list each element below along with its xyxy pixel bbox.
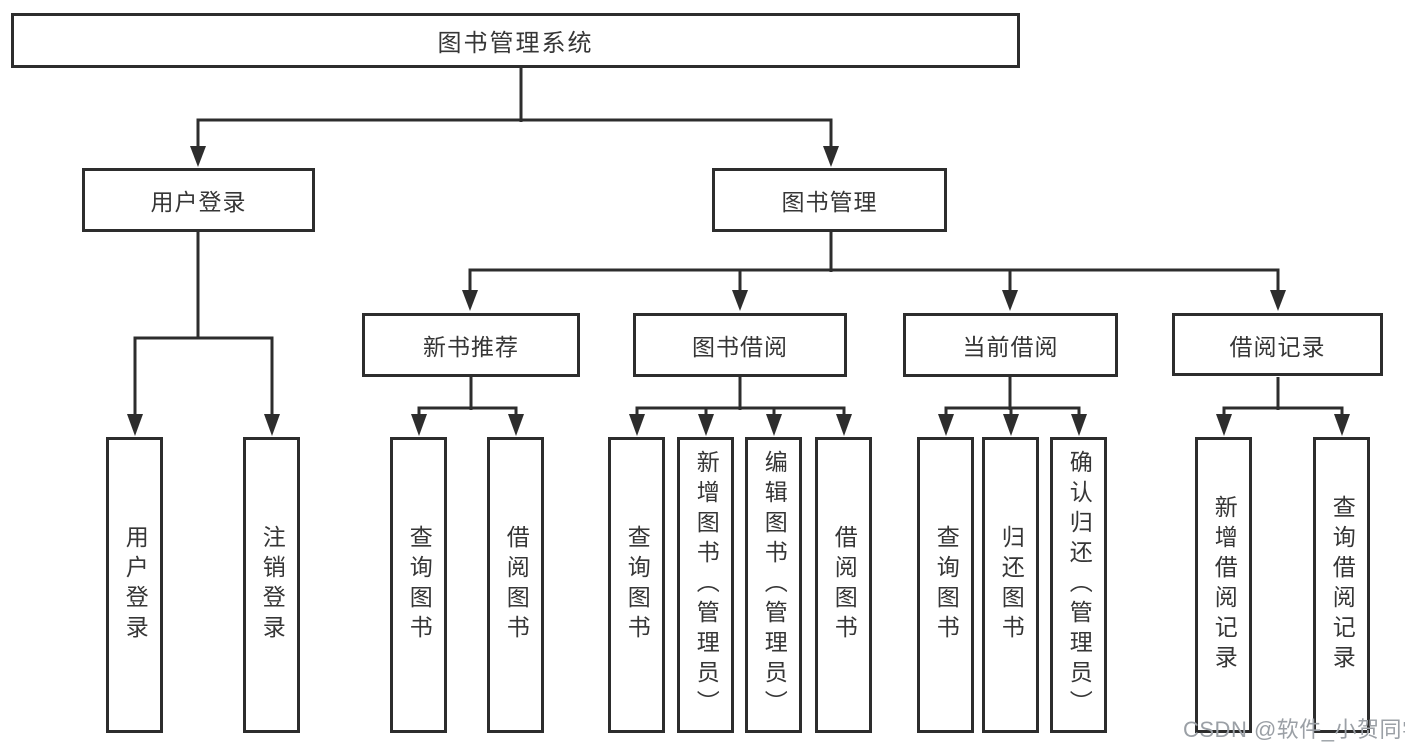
leaf-user-login-label: 用户登录: [122, 525, 149, 645]
leaf-cb-query-books: 查询图书: [917, 437, 974, 733]
leaf-bb-edit-books-admin: 编辑图书（管理员）: [745, 437, 802, 733]
leaf-nbr-query-books-label: 查询图书: [406, 525, 433, 645]
node-new-book-recommend: 新书推荐: [362, 313, 580, 377]
leaf-bb-add-books-admin: 新增图书（管理员）: [677, 437, 734, 733]
leaf-cb-return-books: 归还图书: [982, 437, 1039, 733]
leaf-nbr-query-books: 查询图书: [390, 437, 447, 733]
node-book-management: 图书管理: [712, 168, 947, 232]
node-borrow-records: 借阅记录: [1172, 313, 1383, 376]
leaf-bb-borrow-books: 借阅图书: [815, 437, 872, 733]
leaf-bb-edit-books-admin-label: 编辑图书（管理员）: [761, 450, 788, 720]
leaf-bb-query-books-label: 查询图书: [624, 525, 651, 645]
leaf-br-add-record: 新增借阅记录: [1195, 437, 1252, 733]
node-user-login: 用户登录: [82, 168, 315, 232]
node-library-management-system: 图书管理系统: [11, 13, 1020, 68]
leaf-nbr-borrow-books-label: 借阅图书: [503, 525, 530, 645]
leaf-cb-return-books-label: 归还图书: [998, 525, 1025, 645]
node-book-borrow: 图书借阅: [633, 313, 847, 377]
leaf-br-add-record-label: 新增借阅记录: [1211, 495, 1238, 675]
leaf-cb-confirm-return-admin-label: 确认归还（管理员）: [1066, 450, 1093, 720]
csdn-watermark: CSDN @软件_小贺同学: [1183, 717, 1405, 742]
node-current-borrow: 当前借阅: [903, 313, 1118, 377]
leaf-user-login: 用户登录: [106, 437, 163, 733]
leaf-bb-query-books: 查询图书: [608, 437, 665, 733]
leaf-nbr-borrow-books: 借阅图书: [487, 437, 544, 733]
leaf-br-query-record: 查询借阅记录: [1313, 437, 1370, 733]
leaf-bb-borrow-books-label: 借阅图书: [831, 525, 858, 645]
leaf-logout-label: 注销登录: [259, 525, 286, 645]
arrowheads: [127, 146, 1350, 436]
leaf-cb-query-books-label: 查询图书: [933, 525, 960, 645]
leaf-bb-add-books-admin-label: 新增图书（管理员）: [693, 450, 720, 720]
leaf-logout: 注销登录: [243, 437, 300, 733]
leaf-cb-confirm-return-admin: 确认归还（管理员）: [1050, 437, 1107, 733]
leaf-br-query-record-label: 查询借阅记录: [1329, 495, 1356, 675]
